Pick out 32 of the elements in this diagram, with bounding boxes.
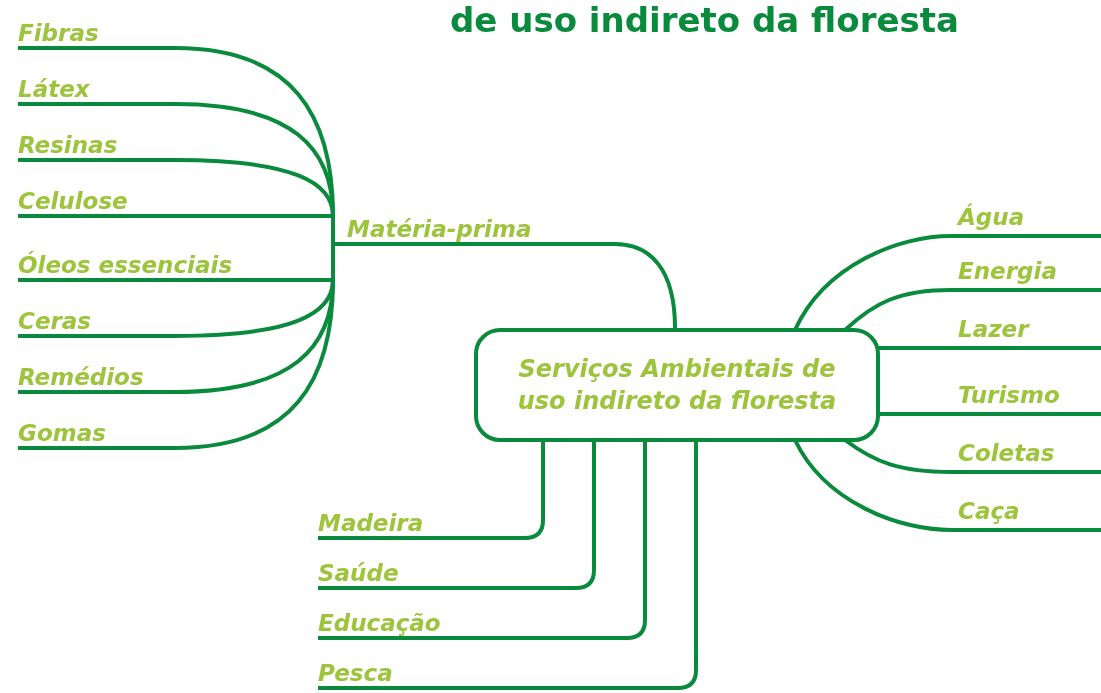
connector-line bbox=[793, 234, 952, 331]
branch-label: Lazer bbox=[950, 312, 1101, 350]
branch-label: Água bbox=[950, 200, 1101, 238]
connector-line bbox=[333, 242, 677, 329]
topic-box: Serviços Ambientais de uso indireto da floresta bbox=[474, 328, 880, 442]
branch-label: Energia bbox=[950, 254, 1101, 292]
connector-line bbox=[318, 442, 596, 590]
branch-label: Gomas bbox=[18, 414, 178, 450]
branch-label: Celulose bbox=[18, 182, 178, 218]
branch-label: Coletas bbox=[950, 436, 1101, 474]
connector-line bbox=[878, 346, 951, 350]
branch-label: Saúde bbox=[318, 554, 518, 590]
branch-label: Resinas bbox=[18, 126, 178, 162]
branch-label: Madeira bbox=[318, 504, 518, 540]
branch-label: Pesca bbox=[318, 654, 518, 690]
connector-line bbox=[793, 439, 952, 532]
branch-label: Remédios bbox=[18, 358, 178, 394]
connector-line bbox=[18, 244, 335, 450]
branch-label: Ceras bbox=[18, 302, 178, 338]
branch-label: Látex bbox=[18, 70, 178, 106]
branch-label: Matéria-prima bbox=[333, 205, 583, 246]
branch-label: Caça bbox=[950, 494, 1101, 532]
branch-label: Educação bbox=[318, 604, 518, 640]
title: de uso indireto da floresta bbox=[450, 0, 959, 40]
connector-line bbox=[318, 442, 698, 690]
connector-line bbox=[318, 442, 545, 540]
connector-line bbox=[878, 412, 951, 416]
branch-label: Turismo bbox=[950, 378, 1101, 416]
branch-label: Fibras bbox=[18, 14, 178, 50]
connector-line bbox=[18, 214, 335, 244]
connector-line bbox=[318, 442, 647, 640]
branch-label: Óleos essenciais bbox=[18, 246, 318, 282]
